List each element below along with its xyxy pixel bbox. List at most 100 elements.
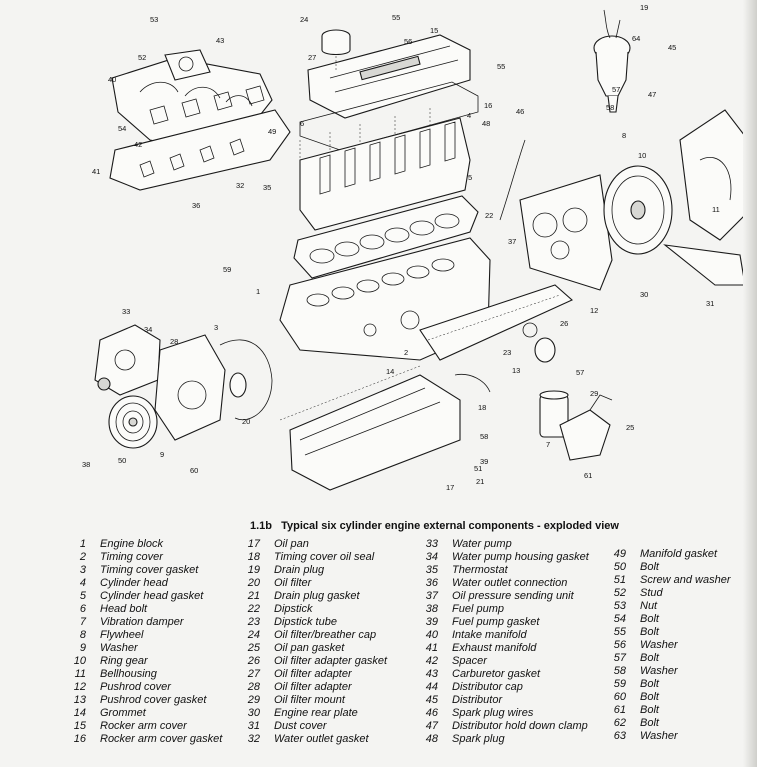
legend-item-number: 49 bbox=[613, 548, 626, 560]
legend-item: 37 Oil pressure sending unit bbox=[420, 590, 589, 603]
legend-item-label: Dipstick bbox=[274, 603, 313, 615]
legend-item-label: Oil pressure sending unit bbox=[452, 590, 574, 602]
legend-item-label: Water outlet connection bbox=[452, 577, 568, 589]
legend-item-label: Stud bbox=[640, 587, 663, 599]
legend-item-number: 12 bbox=[73, 681, 86, 693]
legend-item-label: Bolt bbox=[640, 704, 659, 716]
legend-item-label: Nut bbox=[640, 600, 658, 612]
legend-item-number: 8 bbox=[79, 629, 86, 641]
legend-item-label: Pushrod cover gasket bbox=[100, 694, 207, 706]
legend-item-number: 51 bbox=[613, 574, 626, 586]
legend-item-number: 23 bbox=[247, 616, 260, 628]
legend-item-label: Fuel pump bbox=[452, 603, 504, 615]
legend-item-number: 13 bbox=[73, 694, 86, 706]
callout-number: 17 bbox=[446, 483, 454, 492]
legend-item-label: Oil filter mount bbox=[274, 694, 345, 706]
callout-number: 38 bbox=[82, 460, 90, 469]
legend-item-number: 21 bbox=[247, 590, 260, 602]
legend-item-number: 31 bbox=[247, 720, 260, 732]
callout-number: 15 bbox=[430, 26, 438, 35]
callout-number: 53 bbox=[150, 15, 158, 24]
exhaust-manifold-drawing bbox=[109, 85, 291, 191]
legend-item-label: Rocker arm cover gasket bbox=[100, 733, 223, 745]
oil-pan-drawing bbox=[279, 365, 461, 491]
legend-item-number: 59 bbox=[613, 678, 626, 690]
callout-number: 36 bbox=[192, 201, 200, 210]
legend-item-label: Vibration damper bbox=[100, 616, 184, 628]
legend-item-label: Grommet bbox=[100, 707, 146, 719]
distributor-drawing bbox=[593, 9, 631, 113]
callout-number: 27 bbox=[308, 53, 316, 62]
legend-item-label: Spark plug bbox=[452, 733, 505, 745]
callout-number: 14 bbox=[386, 367, 394, 376]
legend-item-label: Fuel pump gasket bbox=[452, 616, 540, 628]
legend-item-label: Manifold gasket bbox=[640, 548, 718, 560]
legend-item-number: 6 bbox=[79, 603, 86, 615]
legend-item-label: Screw and washer bbox=[640, 574, 731, 586]
legend-item-number: 46 bbox=[425, 707, 438, 719]
legend-item-number: 3 bbox=[79, 564, 86, 576]
callout-number: 5 bbox=[468, 173, 472, 182]
legend-item-label: Spark plug wires bbox=[452, 707, 534, 719]
legend-item-number: 17 bbox=[247, 538, 260, 550]
legend-item-label: Engine rear plate bbox=[274, 707, 358, 719]
callout-number: 31 bbox=[706, 299, 714, 308]
legend-item-number: 30 bbox=[247, 707, 260, 719]
flywheel-drawing bbox=[603, 165, 673, 255]
callout-number: 37 bbox=[508, 237, 516, 246]
legend-item-label: Exhaust manifold bbox=[452, 642, 537, 654]
legend-item-number: 32 bbox=[247, 733, 260, 745]
legend-item-number: 5 bbox=[79, 590, 86, 602]
callout-number: 4 bbox=[467, 111, 471, 120]
legend-item-number: 14 bbox=[73, 707, 86, 719]
legend-item-label: Pushrod cover bbox=[100, 681, 171, 693]
figure-number: 1.1b bbox=[250, 520, 273, 532]
callout-number: 49 bbox=[268, 127, 276, 136]
callout-number: 58 bbox=[480, 432, 488, 441]
callout-number: 40 bbox=[108, 75, 116, 84]
legend-item-label: Bolt bbox=[640, 691, 659, 703]
legend-item-number: 37 bbox=[425, 590, 438, 602]
callout-number: 54 bbox=[118, 124, 126, 133]
callout-number: 52 bbox=[138, 53, 146, 62]
callout-number: 24 bbox=[300, 15, 308, 24]
legend-item-number: 56 bbox=[613, 639, 626, 651]
legend-item-label: Spacer bbox=[452, 655, 487, 667]
legend-item-label: Bellhousing bbox=[100, 668, 157, 680]
dipstick-drawing bbox=[499, 139, 526, 221]
bellhousing-drawing bbox=[679, 109, 751, 241]
callout-number: 55 bbox=[497, 62, 505, 71]
oil-filter-drawing bbox=[522, 322, 569, 438]
legend-item-number: 42 bbox=[425, 655, 438, 667]
legend-item-number: 40 bbox=[425, 629, 438, 641]
callout-number: 64 bbox=[632, 34, 640, 43]
callout-number: 60 bbox=[190, 466, 198, 475]
legend-item-number: 34 bbox=[425, 551, 438, 563]
legend-item-label: Washer bbox=[640, 665, 678, 677]
water-pump-drawing bbox=[94, 324, 161, 396]
legend-item-number: 50 bbox=[613, 561, 626, 573]
legend-item-label: Rocker arm cover bbox=[100, 720, 187, 732]
